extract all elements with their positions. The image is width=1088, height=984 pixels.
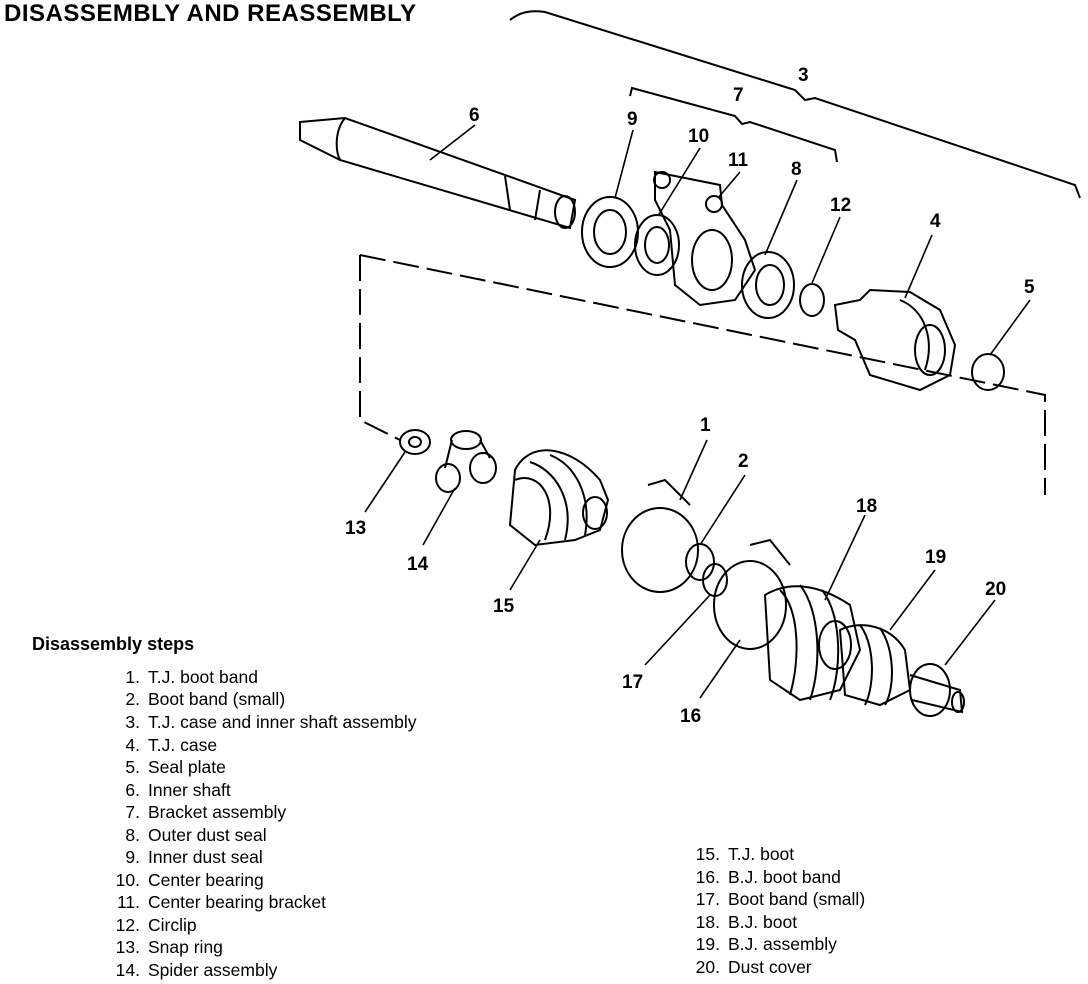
step-item: 8.Outer dust seal bbox=[125, 825, 267, 845]
step-item: 9.Inner dust seal bbox=[125, 847, 263, 867]
callout-13: 13 bbox=[345, 518, 367, 539]
callout-3: 3 bbox=[798, 65, 809, 86]
step-item: 7.Bracket assembly bbox=[125, 802, 287, 822]
callout-6: 6 bbox=[469, 105, 480, 126]
inner-shaft-part bbox=[299, 116, 577, 230]
outer-dust-seal-part bbox=[741, 251, 795, 319]
callout-11: 11 bbox=[728, 150, 749, 171]
spider-assembly-part bbox=[435, 430, 497, 493]
dust-cover-part bbox=[909, 663, 965, 717]
assembly-outline bbox=[359, 254, 1046, 495]
step-item: 18.B.J. boot bbox=[695, 912, 798, 932]
page-title: DISASSEMBLY AND REASSEMBLY bbox=[4, 0, 417, 27]
step-item: 17.Boot band (small) bbox=[695, 889, 866, 909]
callout-14: 14 bbox=[407, 554, 429, 575]
callout-1: 1 bbox=[700, 415, 711, 436]
callout-9: 9 bbox=[627, 109, 638, 130]
callout-20: 20 bbox=[985, 579, 1007, 600]
callout-7: 7 bbox=[733, 85, 744, 106]
step-item: 11.Center bearing bracket bbox=[116, 892, 327, 912]
step-item: 6.Inner shaft bbox=[125, 780, 231, 800]
callout-4: 4 bbox=[930, 211, 941, 232]
circlip-part bbox=[799, 283, 825, 317]
step-item: 2.Boot band (small) bbox=[125, 689, 286, 709]
callout-16: 16 bbox=[680, 706, 702, 727]
center-bearing-bracket-part bbox=[654, 170, 757, 307]
center-bearing-part bbox=[634, 214, 680, 276]
callout-2: 2 bbox=[738, 451, 749, 472]
step-item: 1.T.J. boot band bbox=[125, 667, 258, 687]
callout-5: 5 bbox=[1024, 277, 1035, 298]
boot-band-small-part bbox=[685, 543, 715, 581]
callout-8: 8 bbox=[791, 159, 802, 180]
bj-boot-part bbox=[763, 584, 862, 702]
callout-18: 18 bbox=[856, 496, 878, 517]
callout-15: 15 bbox=[493, 596, 515, 617]
inner-dust-seal-part bbox=[581, 196, 639, 268]
bj-boot-band-part bbox=[713, 560, 787, 650]
tj-case-part bbox=[833, 288, 957, 392]
callout-19: 19 bbox=[925, 547, 947, 568]
step-item: 19.B.J. assembly bbox=[695, 934, 837, 954]
step-item: 5.Seal plate bbox=[125, 757, 226, 777]
step-item: 20.Dust cover bbox=[695, 957, 812, 977]
callout-17: 17 bbox=[622, 672, 644, 693]
callout-10: 10 bbox=[688, 126, 710, 147]
tj-boot-band-part bbox=[621, 507, 699, 593]
step-item: 16.B.J. boot band bbox=[695, 867, 841, 887]
step-item: 3.T.J. case and inner shaft assembly bbox=[125, 712, 417, 732]
steps-heading: Disassembly steps bbox=[32, 634, 195, 654]
snap-ring-part bbox=[399, 429, 431, 455]
step-item: 13.Snap ring bbox=[115, 937, 223, 957]
group-3-bracket bbox=[509, 10, 1081, 199]
bj-assembly-part bbox=[838, 624, 912, 707]
step-item: 14.Spider assembly bbox=[115, 960, 278, 980]
seal-plate-part bbox=[971, 353, 1005, 391]
group-7-bracket bbox=[629, 86, 838, 163]
step-item: 15.T.J. boot bbox=[695, 844, 795, 864]
step-item: 10.Center bearing bbox=[115, 870, 264, 890]
tj-boot-part bbox=[508, 449, 610, 547]
step-item: 12.Circlip bbox=[115, 915, 197, 935]
callout-12: 12 bbox=[830, 195, 852, 216]
step-item: 4.T.J. case bbox=[125, 735, 218, 755]
